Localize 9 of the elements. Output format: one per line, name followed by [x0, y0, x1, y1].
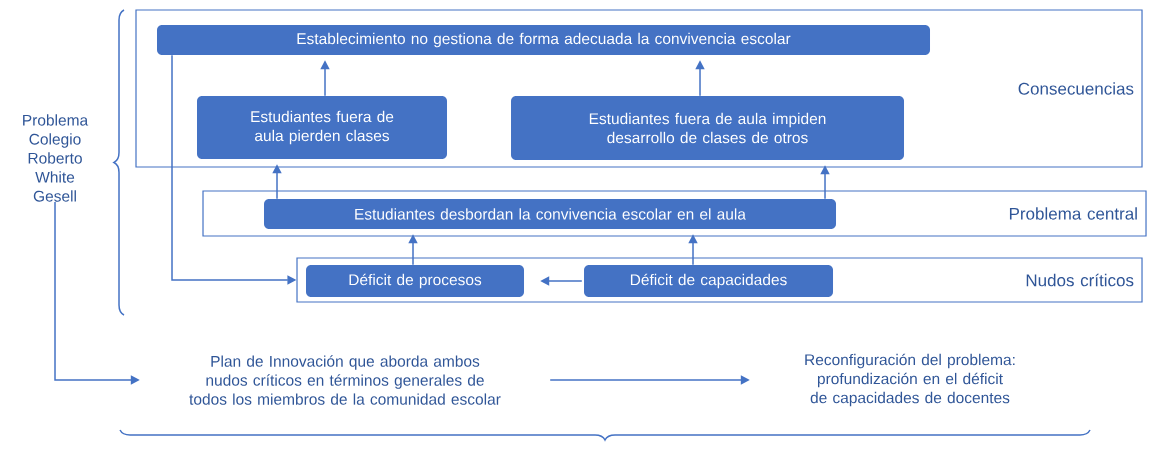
reconfiguration-text: Reconfiguración del problema: profundización en el déficit de capacidades de docentes	[805, 353, 1015, 407]
process-box: Establecimiento no gestiona de forma adecuada la convivencia escolar	[157, 25, 930, 55]
process-box: Estudiantes desbordan la convivencia escolar en el aula	[264, 199, 836, 229]
process-box: Déficit de procesos	[306, 265, 524, 297]
process-box: Estudiantes fuera de aula pierden clases	[197, 96, 447, 159]
problem-text: Problema Colegio Roberto White Gesell	[23, 114, 89, 202]
process-box: Déficit de capacidades	[584, 265, 833, 297]
process-box: Estudiantes fuera de aula impiden desarrollo de clases de otros	[511, 96, 904, 160]
plan-text: Plan de Innovación que aborda ambos nudos críticos en términos generales de todos los miembros de la comunidad escolar	[189, 355, 501, 405]
